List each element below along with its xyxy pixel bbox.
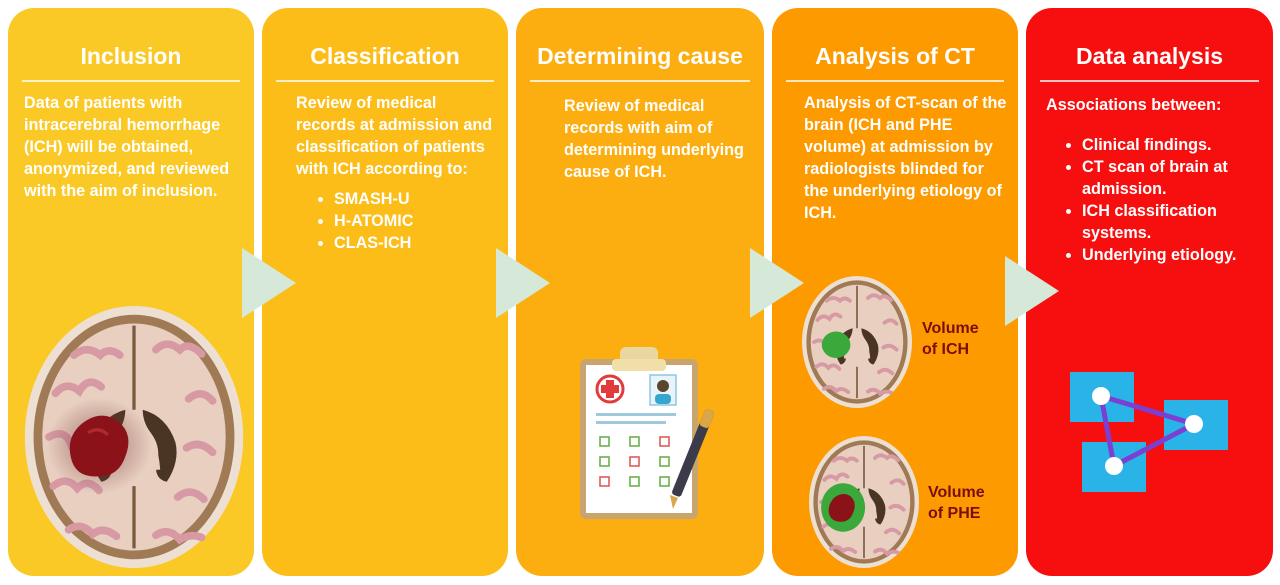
- clipboard-icon: [580, 347, 714, 519]
- classification-list: SMASH-U H-ATOMIC CLAS-ICH: [296, 188, 500, 254]
- brain-ct-icon: [23, 306, 245, 568]
- arrow-right-icon: [496, 248, 550, 318]
- divider: [530, 80, 750, 82]
- arrow-right-icon: [750, 248, 804, 318]
- brain-ct-icon: [808, 436, 920, 568]
- panel-classification: Classification Review of medical records…: [262, 8, 508, 576]
- panel-title: Inclusion: [80, 43, 182, 69]
- list-item: Clinical findings.: [1082, 134, 1268, 156]
- network-graph-icon: [1070, 372, 1228, 492]
- list-item: CLAS-ICH: [334, 232, 500, 254]
- volume-ich-label: Volume of ICH: [922, 318, 979, 360]
- panel-title: Determining cause: [537, 43, 743, 69]
- divider: [1040, 80, 1259, 82]
- label-line: of ICH: [922, 341, 970, 358]
- divider: [276, 80, 494, 82]
- panel-text-block: Review of medical records at admission a…: [296, 92, 500, 254]
- label-line: Volume: [928, 484, 985, 501]
- panel-text: Review of medical records with aim of de…: [564, 97, 744, 181]
- panel-determining-cause: Determining cause Review of medical reco…: [516, 8, 764, 576]
- label-line: Volume: [922, 320, 979, 337]
- divider: [22, 80, 240, 82]
- panel-text: Analysis of CT-scan of the brain (ICH an…: [804, 94, 1007, 222]
- panel-data-analysis: Data analysis Associations between: Clin…: [1026, 8, 1273, 576]
- panel-inclusion: Inclusion Data of patients with intracer…: [8, 8, 254, 576]
- list-item: SMASH-U: [334, 188, 500, 210]
- panel-title: Data analysis: [1075, 43, 1224, 69]
- panel-title: Analysis of CT: [815, 43, 975, 69]
- arrow-right-icon: [242, 248, 296, 318]
- pen-icon: [670, 409, 714, 509]
- associations-list: Clinical findings. CT scan of brain at a…: [1046, 134, 1268, 266]
- panel-analysis-of-ct: Analysis of CT Analysis of CT-scan of th…: [772, 8, 1018, 576]
- panel-text: Review of medical records at admission a…: [296, 94, 493, 178]
- panel-title: Classification: [310, 43, 460, 69]
- panel-text-block: Associations between: Clinical findings.…: [1046, 94, 1268, 266]
- list-item: Underlying etiology.: [1082, 244, 1268, 266]
- panel-text: Data of patients with intracerebral hemo…: [24, 94, 230, 200]
- label-line: of PHE: [928, 505, 981, 522]
- brain-ct-icon: [802, 276, 912, 408]
- list-item: ICH classification systems.: [1082, 200, 1268, 244]
- list-item: CT scan of brain at admission.: [1082, 156, 1268, 200]
- list-item: H-ATOMIC: [334, 210, 500, 232]
- volume-phe-label: Volume of PHE: [928, 482, 985, 524]
- divider: [786, 80, 1004, 82]
- panel-text: Associations between:: [1046, 96, 1222, 114]
- arrow-right-icon: [1005, 256, 1059, 326]
